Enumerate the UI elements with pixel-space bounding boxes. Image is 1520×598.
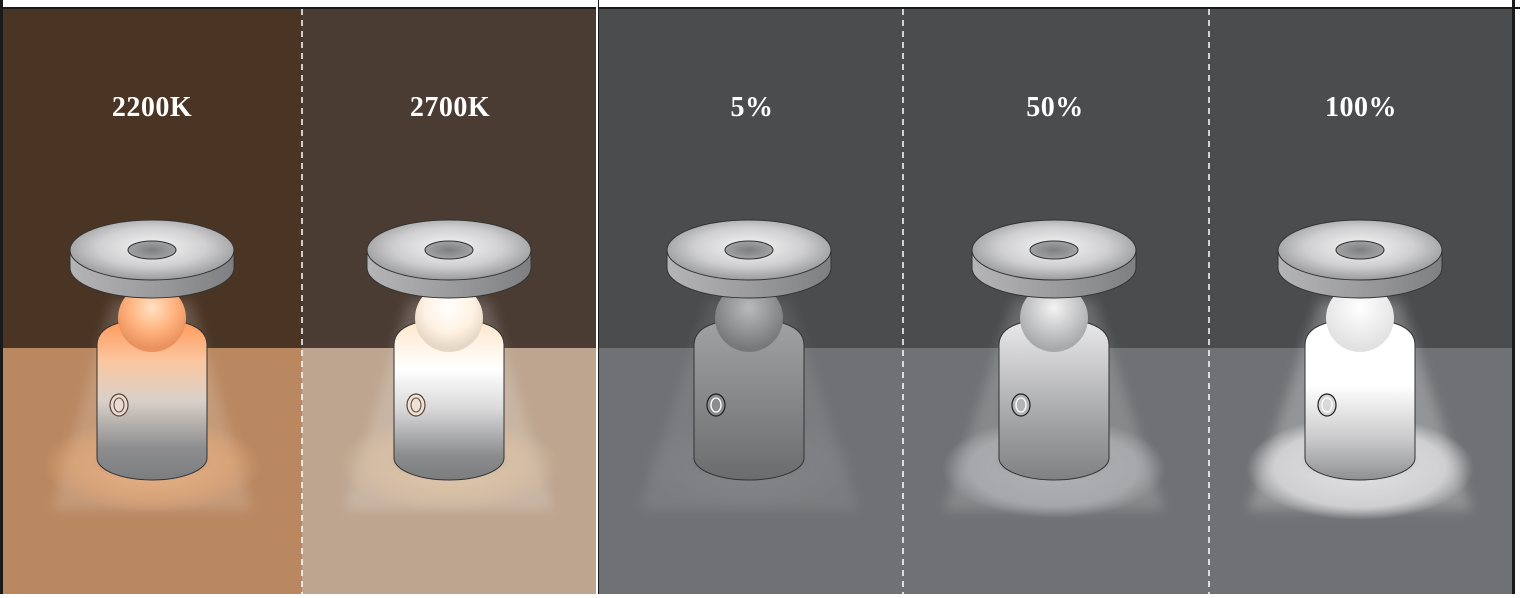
label-2200k: 2200K bbox=[112, 92, 192, 124]
label-5-percent: 5% bbox=[731, 92, 774, 124]
label-100-percent: 100% bbox=[1325, 92, 1397, 124]
label-50-percent: 50% bbox=[1026, 92, 1084, 124]
label-2700k: 2700K bbox=[410, 92, 490, 124]
